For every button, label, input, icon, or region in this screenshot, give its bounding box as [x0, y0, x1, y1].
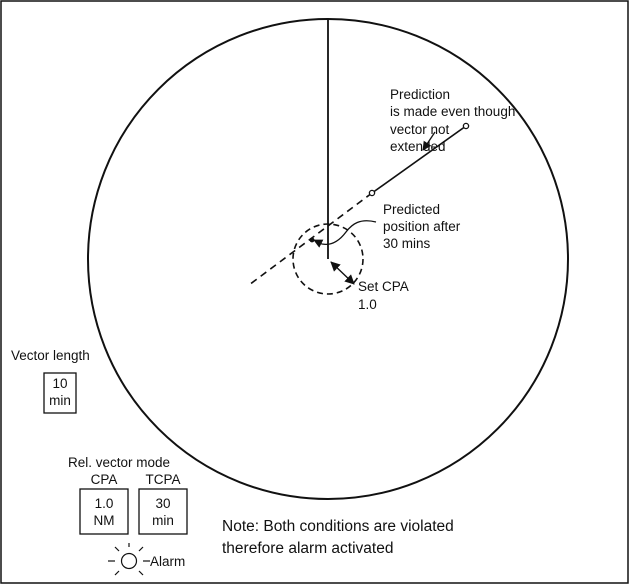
vector-length-label: Vector length: [11, 348, 90, 363]
target-position-dot: [462, 122, 470, 130]
prediction-text-2: is made even though: [390, 104, 515, 119]
tcpa-value: 30: [155, 496, 170, 511]
vector-length-value: 10: [52, 376, 67, 391]
alarm-label: Alarm: [150, 554, 185, 569]
predicted-position-dot: [309, 237, 315, 243]
note-line-2: therefore alarm activated: [222, 540, 393, 557]
prediction-text-3: vector not: [390, 122, 450, 137]
tcpa-label: TCPA: [145, 472, 180, 487]
prediction-text-1: Prediction: [390, 87, 450, 102]
cpa-value: 1.0: [95, 496, 114, 511]
tcpa-unit: min: [152, 513, 174, 528]
cpa-label: CPA: [91, 472, 118, 487]
vector-length-unit: min: [49, 393, 71, 408]
cpa-box: [79, 488, 129, 535]
rel-vector-mode-label: Rel. vector mode: [68, 455, 170, 470]
target-vector-end-dot: [368, 189, 376, 197]
cpa-limit-circle: [292, 223, 364, 295]
cpa-unit: NM: [94, 513, 115, 528]
predicted-text-3: 30 mins: [383, 236, 431, 251]
set-cpa-arrow: [330, 261, 355, 285]
prediction-text-4: extended: [390, 139, 446, 154]
set-cpa-label: Set CPA: [358, 279, 409, 294]
prediction-arrow: [422, 131, 436, 151]
set-cpa-value: 1.0: [358, 297, 377, 312]
tcpa-box: [138, 488, 188, 535]
relative-vector-line: [371, 125, 467, 194]
vector-length-box: [43, 372, 77, 414]
note-line-1: Note: Both conditions are violated: [222, 518, 454, 535]
alarm-lamp-icon: [108, 543, 150, 576]
predicted-text-2: position after: [383, 219, 461, 234]
predicted-position-leader: [313, 220, 377, 248]
predicted-text-1: Predicted: [383, 202, 440, 217]
